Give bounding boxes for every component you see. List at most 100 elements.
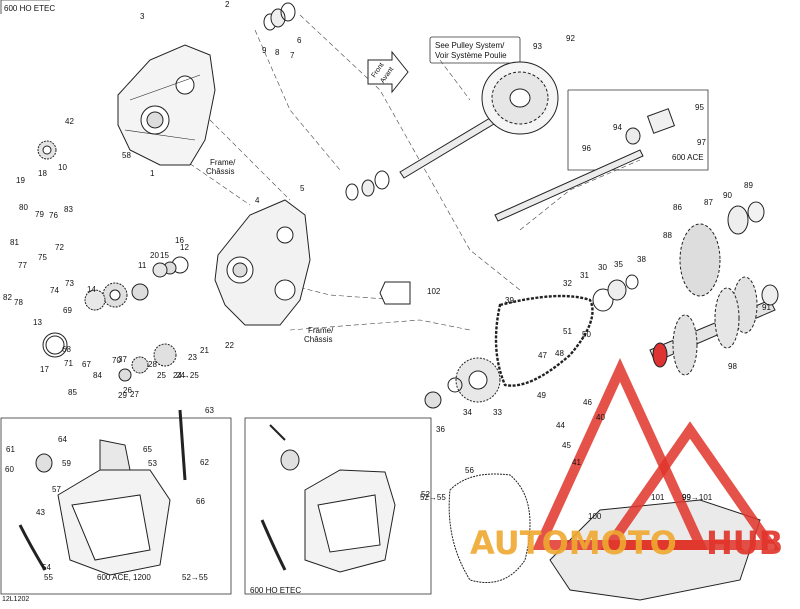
upper-seals xyxy=(263,2,390,201)
part-callout-30: 30 xyxy=(598,263,607,272)
part-callout-83: 83 xyxy=(64,205,73,214)
front-arrow: Front Avant xyxy=(367,50,409,94)
part-callout-37: 37 xyxy=(118,355,127,364)
part-callout-101: 101 xyxy=(651,493,665,502)
part-callout-60: 60 xyxy=(5,465,14,474)
drive-axle xyxy=(649,201,779,376)
arrow-ref-99-101: 99→101 xyxy=(682,493,713,502)
part-callout-19: 19 xyxy=(16,176,25,185)
part-callout-98: 98 xyxy=(728,362,737,371)
part-callout-6: 6 xyxy=(297,36,302,45)
watermark-text-part2: HUB xyxy=(706,524,783,562)
part-callout-67: 67 xyxy=(82,360,91,369)
part-callout-9: 9 xyxy=(262,46,267,55)
callout-layer: 1234567891011121314151617181920212223242… xyxy=(3,0,771,582)
diagram-code: 12L1202 xyxy=(2,596,29,603)
part-callout-70: 70 xyxy=(112,356,121,365)
part-callout-17: 17 xyxy=(40,365,49,374)
part-callout-97: 97 xyxy=(697,138,706,147)
part-callout-62: 62 xyxy=(200,458,209,467)
part-callout-59: 59 xyxy=(62,459,71,468)
part-callout-21: 21 xyxy=(200,346,209,355)
region-outlines xyxy=(0,0,709,595)
arrow-ref-52-55-right: 52→55 xyxy=(420,493,446,502)
inset-box-left xyxy=(0,417,232,595)
part-callout-3: 3 xyxy=(140,12,145,21)
inset-right-reservoir xyxy=(260,424,396,573)
pulley-note-line1: See Pulley System/ xyxy=(435,41,505,50)
part-callout-13: 13 xyxy=(33,318,42,327)
part-callout-2: 2 xyxy=(225,0,230,9)
part-callout-45: 45 xyxy=(562,441,571,450)
part-callout-52: 52 xyxy=(421,490,430,499)
part-callout-25: 25 xyxy=(157,371,166,380)
inset-left-caption: 600 ACE, 1200 xyxy=(97,573,151,582)
part-callout-1: 1 xyxy=(150,169,155,178)
inset-box-right xyxy=(244,417,432,595)
part-callout-33: 33 xyxy=(493,408,502,417)
part-102-tag xyxy=(379,281,411,305)
part-callout-40: 40 xyxy=(596,413,605,422)
pulley-note-box xyxy=(429,36,521,64)
part-callout-89: 89 xyxy=(744,181,753,190)
part-callout-68: 68 xyxy=(62,345,71,354)
part-callout-15: 15 xyxy=(160,251,169,260)
part-callout-41: 41 xyxy=(572,458,581,467)
part-callout-29: 29 xyxy=(118,391,127,400)
part-callout-54: 54 xyxy=(42,563,51,572)
part-callout-77: 77 xyxy=(18,261,27,270)
part-callout-72: 72 xyxy=(55,243,64,252)
part-callout-49: 49 xyxy=(537,391,546,400)
watermark-text-part1: AUTOMOTO xyxy=(470,524,677,562)
part-callout-82: 82 xyxy=(3,293,12,302)
part-callout-99: 99 xyxy=(682,493,691,502)
part-callout-23: 23 xyxy=(188,353,197,362)
pulley-note-line2: Voir Système Poulie xyxy=(435,51,507,60)
part-callout-7: 7 xyxy=(290,51,295,60)
engine-header: 600 HO ETEC xyxy=(4,4,55,13)
arrow-ref-52-55-left: 52→55 xyxy=(182,573,208,582)
part-callout-43: 43 xyxy=(36,508,45,517)
part-callout-86: 86 xyxy=(673,203,682,212)
part-callout-76: 76 xyxy=(49,211,58,220)
part-callout-44: 44 xyxy=(556,421,565,430)
part-callout-12: 12 xyxy=(180,243,189,252)
part-callout-18: 18 xyxy=(38,169,47,178)
part-callout-96: 96 xyxy=(582,144,591,153)
part-callout-80: 80 xyxy=(19,203,28,212)
part-callout-56: 56 xyxy=(465,466,474,475)
part-callout-27: 27 xyxy=(130,390,139,399)
ace-shaft-box xyxy=(567,89,709,171)
part-callout-90: 90 xyxy=(723,191,732,200)
part-callout-65: 65 xyxy=(143,445,152,454)
part-callout-75: 75 xyxy=(38,253,47,262)
middle-case xyxy=(214,199,311,326)
part-callout-4: 4 xyxy=(255,196,260,205)
part-callout-48: 48 xyxy=(555,349,564,358)
part-callout-16: 16 xyxy=(175,236,184,245)
part-callout-93: 93 xyxy=(533,42,542,51)
part-callout-39: 39 xyxy=(505,296,514,305)
part-callout-8: 8 xyxy=(275,48,280,57)
arrow-ref-24-25: 24→25 xyxy=(173,371,199,380)
part-callout-38: 38 xyxy=(637,255,646,264)
part-callout-58: 58 xyxy=(122,151,131,160)
part-callout-85: 85 xyxy=(68,388,77,397)
primary-shaft xyxy=(399,61,559,179)
part-callout-11: 11 xyxy=(138,261,147,270)
ace-label: 600 ACE xyxy=(672,153,704,162)
part-callout-51: 51 xyxy=(563,327,572,336)
part-callout-53: 53 xyxy=(148,459,157,468)
part-callout-46: 46 xyxy=(583,398,592,407)
part-callout-57: 57 xyxy=(52,485,61,494)
part-callout-73: 73 xyxy=(65,279,74,288)
frame-label-upper-line1: Frame/ xyxy=(210,158,236,167)
part-callout-35: 35 xyxy=(614,260,623,269)
part-callout-42: 42 xyxy=(65,117,74,126)
watermark: AUTOMOTO HUB xyxy=(470,357,783,562)
part-callout-10: 10 xyxy=(58,163,67,172)
part-callout-61: 61 xyxy=(6,445,15,454)
part-callout-69: 69 xyxy=(63,306,72,315)
